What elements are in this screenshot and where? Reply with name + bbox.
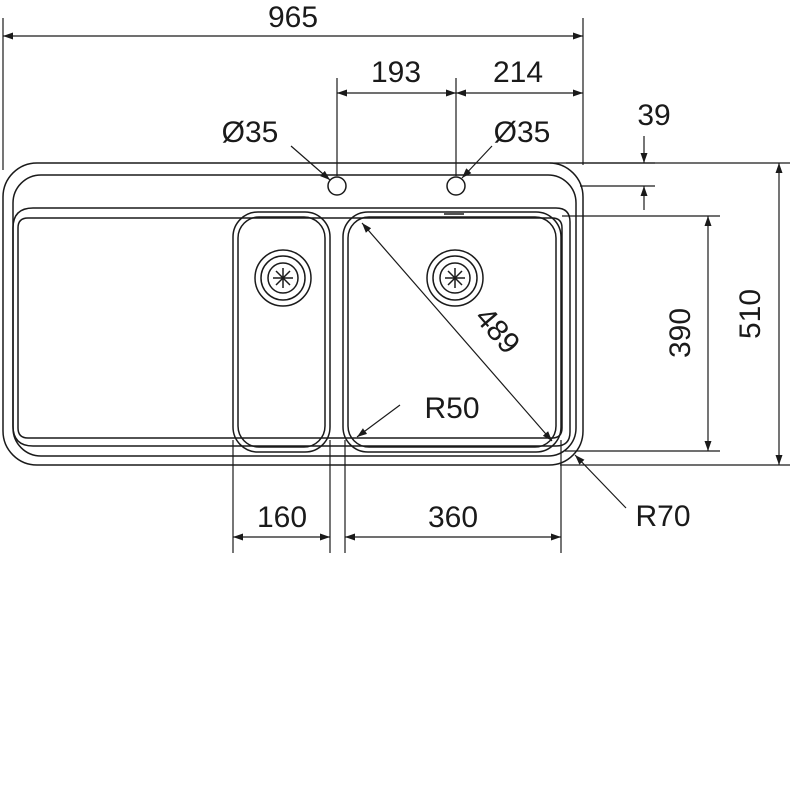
dim-bowl-depth — [562, 215, 720, 452]
dim-tap-spacing-label: 193 — [371, 56, 421, 89]
dim-overall-width-label: 965 — [268, 1, 318, 34]
dim-tap-left-diameter-label: Ø35 — [222, 116, 279, 149]
large-bowl-drain-icon — [426, 249, 484, 307]
large-bowl — [342, 211, 562, 453]
dim-bowl-widths — [232, 440, 562, 553]
dim-bowl-corner-radius-label: R50 — [424, 392, 479, 425]
leader-tap-right — [461, 145, 493, 179]
dim-large-bowl-width-label: 360 — [428, 501, 478, 534]
dim-tap-spacing — [336, 78, 583, 176]
small-bowl — [232, 211, 331, 453]
dim-bowl-diagonal-label: 489 — [468, 301, 526, 360]
dim-small-bowl-width-label: 160 — [257, 501, 307, 534]
leader-outer-radius — [574, 454, 627, 509]
dim-tap-right-diameter-label: Ø35 — [494, 116, 551, 149]
dim-bowl-depth-label: 390 — [664, 308, 697, 358]
dim-overall-depth — [550, 162, 790, 466]
dim-overall-depth-label: 510 — [734, 289, 767, 339]
dim-tap-offset — [566, 136, 655, 210]
dim-overall-width — [2, 18, 584, 170]
leader-tap-left — [290, 145, 331, 181]
tap-hole-left — [327, 176, 347, 196]
dim-tap-offset-label: 39 — [637, 99, 670, 132]
small-bowl-drain-icon — [254, 249, 312, 307]
dim-tap-to-edge-label: 214 — [493, 56, 543, 89]
tap-hole-right — [446, 176, 466, 196]
dim-outer-corner-radius-label: R70 — [635, 500, 690, 533]
dim-bowl-diagonal — [361, 222, 553, 442]
leader-bowl-radius — [356, 404, 401, 438]
